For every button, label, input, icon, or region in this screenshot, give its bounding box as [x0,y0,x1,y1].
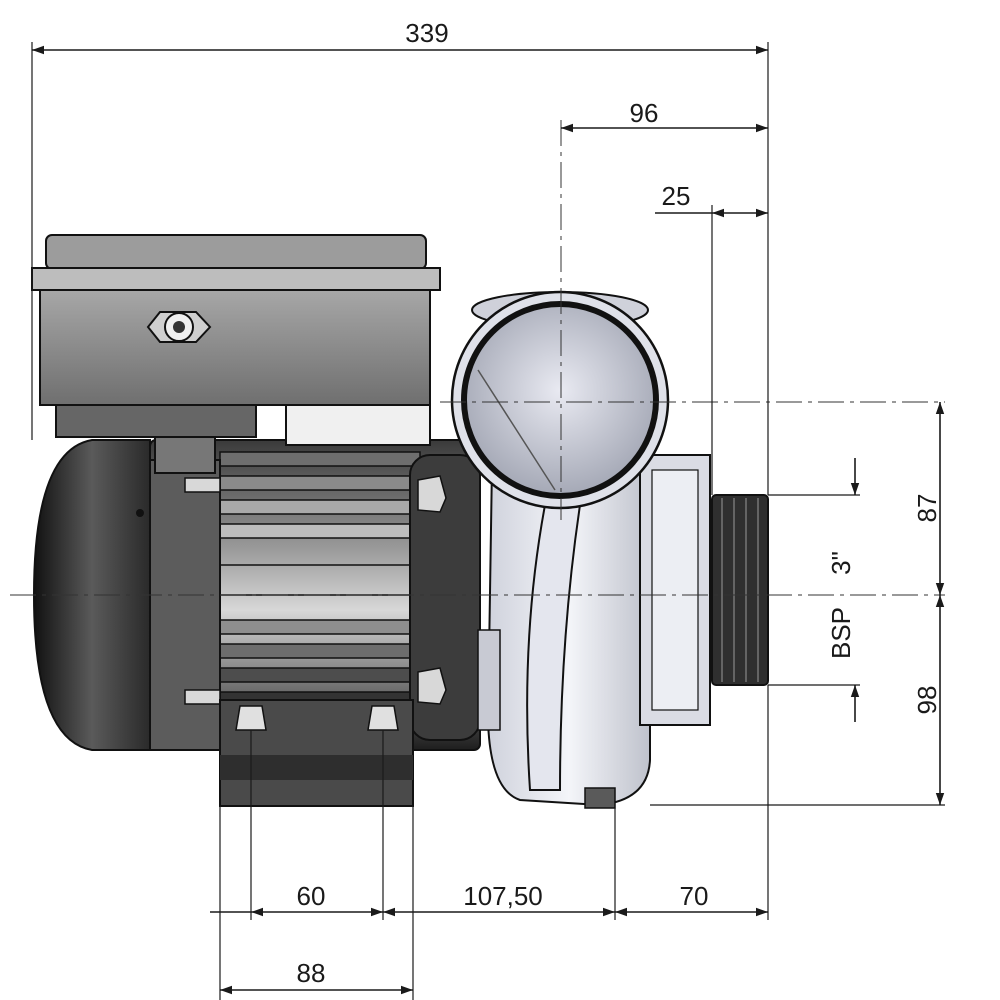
dimension-labels: 339 96 25 87 98 BSP 3" 60 107,50 70 88 [297,18,942,988]
label-overall-length: 339 [405,18,448,48]
dimension-lines [32,45,945,995]
terminal-box [31,234,441,474]
label-outlet-center: 96 [630,98,659,128]
label-foot-to-face: 70 [680,881,709,911]
label-lower-height: 98 [912,686,942,715]
tie-rod-bolts [184,475,447,705]
label-thread-length: 25 [662,181,691,211]
label-foot-width: 88 [297,958,326,988]
motor-end-cap [32,439,151,751]
pump-housing [477,454,711,809]
pump-body [31,234,769,809]
motor-flange [149,459,221,751]
mounting-foot-motor [219,699,414,807]
label-thread-size: 3" [826,551,856,575]
extension-lines [31,42,945,1000]
center-lines [10,120,945,596]
label-hole-spacing: 60 [297,881,326,911]
label-upper-height: 87 [912,494,942,523]
label-hole-to-foot: 107,50 [463,881,543,911]
cable-gland-icon [146,311,212,343]
label-thread-type: BSP [826,607,856,659]
outlet-pipe [450,290,670,510]
threaded-inlet [711,494,769,686]
